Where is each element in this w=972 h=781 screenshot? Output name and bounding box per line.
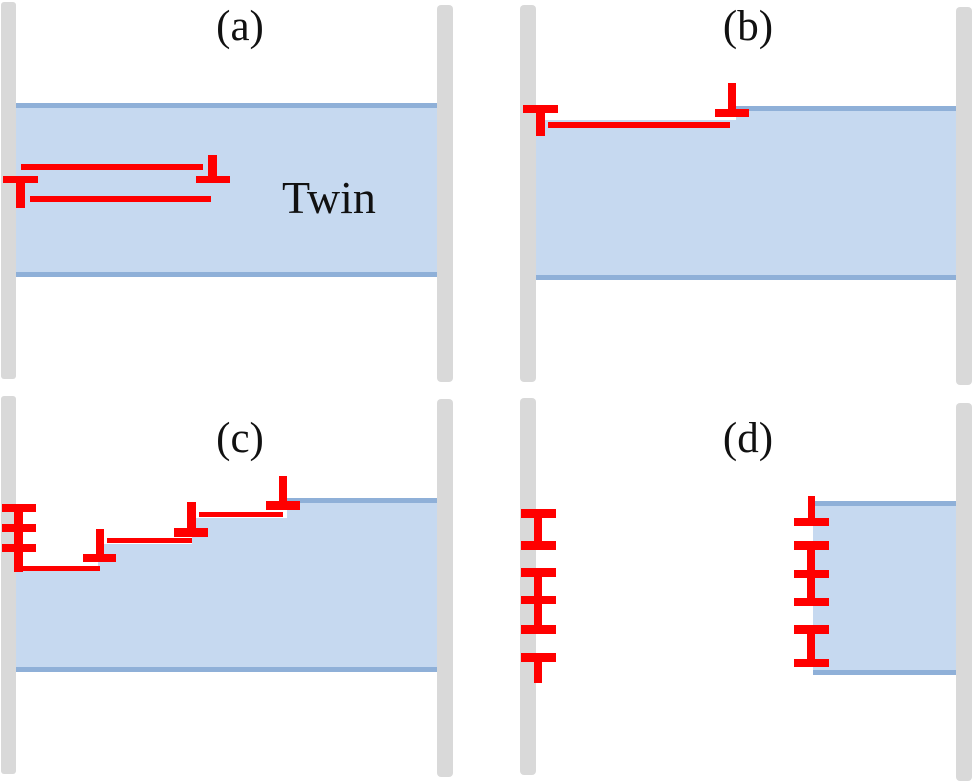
- panel-c: (c): [1, 396, 453, 777]
- twin-top-boundary: [813, 501, 956, 506]
- stacking-fault-1: [23, 566, 100, 571]
- stacking-fault: [548, 122, 730, 128]
- panel-label: (b): [723, 3, 773, 50]
- panel-label: (d): [723, 415, 773, 462]
- twin-annotation: Twin: [282, 172, 376, 223]
- twin-bottom-boundary: [16, 667, 437, 672]
- twin-region-step-1: [16, 570, 437, 670]
- twin-bottom-boundary: [813, 670, 956, 675]
- left-grain-boundary: [520, 5, 536, 382]
- panel-label: (c): [216, 415, 264, 462]
- panel-d: (d): [520, 398, 972, 781]
- twin-region-right: [736, 108, 956, 278]
- dislocation-t-left: [523, 105, 558, 136]
- twin-bottom-boundary: [536, 275, 956, 280]
- panel-label: (a): [216, 3, 264, 50]
- left-grain-boundary: [520, 398, 536, 775]
- dislocation-inverted-t-right: [715, 83, 749, 117]
- stacking-fault-upper: [21, 164, 203, 170]
- dislocation-wall-left: [521, 509, 556, 683]
- twin-bottom-boundary: [16, 272, 437, 277]
- left-grain-boundary: [1, 396, 16, 774]
- right-grain-boundary: [956, 7, 972, 385]
- dislocation-pileup-left: [2, 504, 36, 572]
- right-grain-boundary: [956, 403, 972, 781]
- twin-region: [16, 106, 437, 275]
- dislocation-inverted-t-2: [174, 502, 208, 537]
- dislocation-inverted-t-right: [196, 155, 230, 183]
- right-grain-boundary: [437, 5, 453, 382]
- left-grain-boundary: [1, 2, 16, 379]
- dislocation-wall-twin-front: [794, 496, 829, 667]
- twin-region: [813, 503, 956, 673]
- twin-top-boundary: [287, 498, 437, 503]
- dislocation-inverted-t-1: [83, 529, 116, 562]
- stacking-fault-2: [107, 538, 192, 543]
- dislocation-inverted-t-3: [266, 476, 300, 510]
- twin-region-left: [536, 120, 736, 278]
- panel-b: (b): [520, 3, 972, 385]
- stacking-fault-3: [199, 512, 283, 517]
- twin-top-boundary: [16, 103, 437, 108]
- right-grain-boundary: [437, 399, 453, 777]
- twin-region-step-2: [98, 544, 437, 574]
- twin-region-step-3: [192, 518, 437, 548]
- twin-top-boundary: [736, 106, 956, 111]
- dislocation-t-left: [3, 176, 38, 208]
- twin-region-step-4: [287, 500, 437, 522]
- panel-a: (a) Twin: [1, 2, 453, 382]
- stacking-fault-lower: [30, 196, 211, 202]
